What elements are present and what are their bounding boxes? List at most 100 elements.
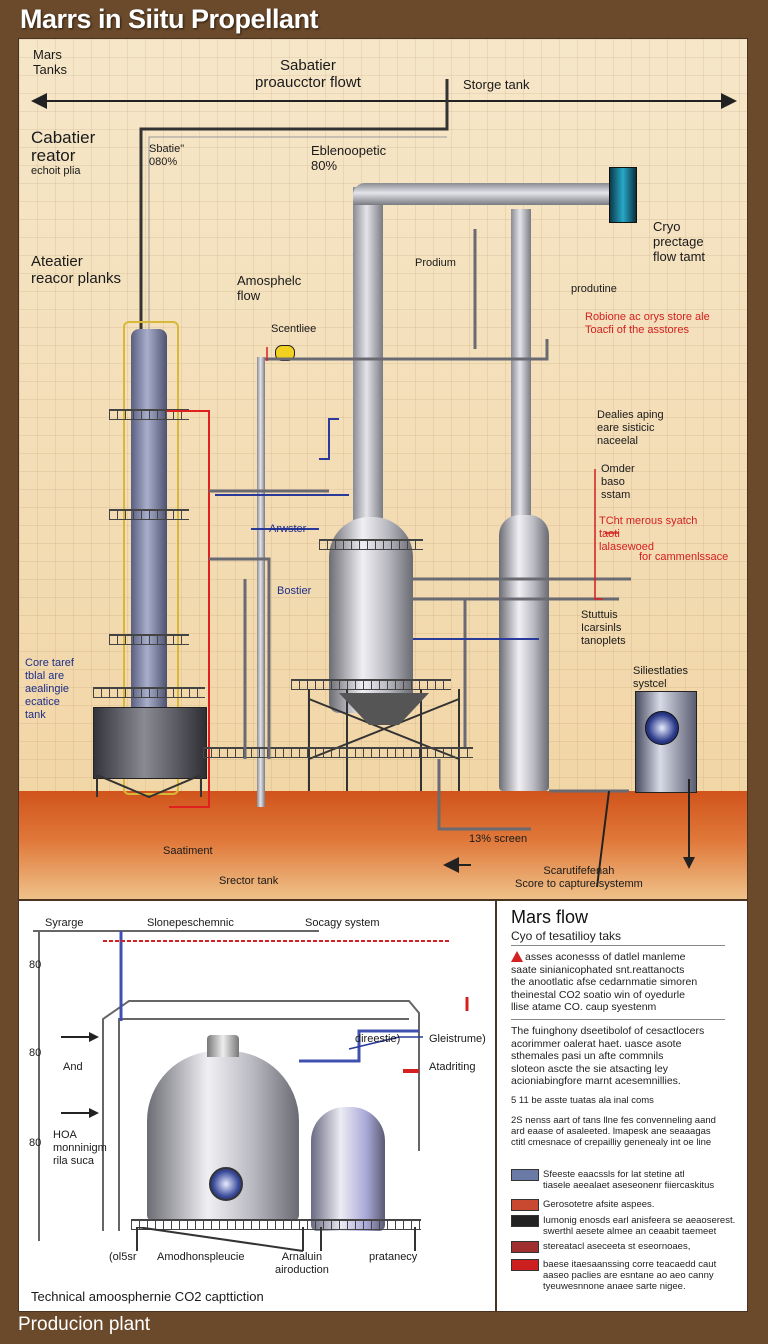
label-amodhonspleucie: Amodhonspleucie	[157, 1251, 245, 1263]
feed-line	[139, 79, 449, 337]
notes-bullet-item: stereatacl aseceeta st eseornoaes,	[511, 1241, 739, 1253]
unit-porthole	[645, 711, 679, 745]
notes-bullet-item: Sfeeste eaacssls for lat stetine atl tia…	[511, 1169, 739, 1191]
pipe-network	[209, 229, 695, 888]
capture-pipe-network	[33, 930, 469, 1241]
label-prodium: Prodium	[415, 257, 456, 269]
label-socagy-system: Socagy system	[305, 917, 380, 929]
scentliee-pipe	[257, 357, 265, 807]
label-arnaluin: Arnaluin airoduction	[275, 1251, 329, 1276]
bullet-marker-icon	[511, 1199, 539, 1211]
divider	[511, 1019, 725, 1020]
label-scentliee: Scentliee	[271, 323, 317, 335]
label-storage-tank: Storge tank	[463, 77, 530, 92]
platform-rail	[109, 409, 189, 420]
label-pratanecy: pratanecy	[369, 1251, 418, 1263]
label-cryo-flow: Cryo prectage flow tamt	[653, 219, 706, 264]
label-and: And	[63, 1061, 83, 1073]
notes-paragraph-4: 2S nenss aart of tans llne fes convennel…	[511, 1115, 716, 1148]
label-hoa: HOA monninigm rila suca	[53, 1129, 107, 1167]
tank-porthole	[209, 1167, 243, 1201]
label-sbatie: Sbatie" 080%	[149, 143, 185, 168]
bullet-text: Gerosotetre afsite aspees.	[543, 1199, 655, 1210]
bullet-text: Iumonig enosds earl anisfeera se aeaoser…	[543, 1215, 736, 1237]
label-atmospheric-flow: Amosphelc flow	[237, 273, 302, 303]
notes-bullet-item: baese itaesaanssing corre teacaedd caut …	[511, 1259, 739, 1292]
label-robione: Robione ac orys store ale Toacfi of the …	[585, 311, 710, 336]
main-tank-support	[308, 689, 460, 791]
bullet-marker-icon	[511, 1169, 539, 1181]
bullet-text: baese itaesaanssing corre teacaedd caut …	[543, 1259, 717, 1292]
label-olisr: (ol5sr	[109, 1251, 137, 1263]
lower-walkway	[203, 747, 473, 758]
bullet-marker-icon	[511, 1241, 539, 1253]
label-srector-tank: Srector tank	[219, 875, 279, 887]
label-sabatier-flow: Sabatier proaucctor flowt	[255, 57, 361, 91]
right-riser-pipe	[511, 209, 531, 519]
label-elenoopetic: Eblenoopetic 80%	[311, 143, 387, 173]
platform-rail	[319, 539, 423, 550]
notes-line-3: 5 11 be asste tuatas ala inal coms	[511, 1095, 654, 1106]
cryo-storage-tank	[499, 515, 549, 791]
bullet-marker-icon	[511, 1259, 539, 1271]
capture-walkway	[131, 1219, 421, 1230]
page-title: Marrs in Siitu Propellant	[20, 4, 319, 34]
top-crossover-pipe	[353, 183, 613, 205]
label-siliestine: Siliestlaties systcel	[633, 665, 689, 690]
label-saatiment: Saatiment	[163, 845, 213, 857]
capture-supports	[136, 1227, 416, 1252]
base-legs	[96, 775, 202, 799]
divider	[511, 945, 725, 946]
platform-rail	[109, 634, 189, 645]
label-atadriting: Atadriting	[429, 1061, 476, 1073]
label-arwster: Arwster	[269, 523, 307, 535]
label-cabatier-reactor: Cabatier reator	[31, 128, 96, 165]
platform-rail	[93, 687, 205, 698]
axis-label-80-low: 80	[29, 1137, 42, 1149]
label-stuttuis: Stuttuis Icarsinls tanoplets	[581, 609, 626, 647]
notes-bullet-item: Iumonig enosds earl anisfeera se aeaoser…	[511, 1215, 739, 1237]
platform-rail	[291, 679, 451, 690]
red-line-left	[167, 410, 210, 808]
label-gleistume: Gleistrume)	[429, 1033, 486, 1045]
label-commissance: for cammenlssace	[639, 551, 729, 563]
capture-system-panel: Syrarge Slonepeschemnic Socagy system 80…	[18, 900, 496, 1312]
bullet-marker-icon	[511, 1215, 539, 1227]
label-dealies: Dealies aping eare sisticic naceelal	[597, 409, 664, 447]
central-riser-pipe	[353, 187, 383, 527]
label-tch-rescue: TCht merous syatch taoti lalasewoed	[599, 515, 698, 553]
label-core-tarf: Core taref tblal are aealingie ecatice t…	[25, 657, 74, 721]
mars-flow-notes-panel: Mars flow Cyo of tesatilioy taks asses a…	[496, 900, 748, 1312]
notes-paragraph-1: asses aconesss of datlel manleme saate s…	[511, 951, 698, 1013]
warning-icon	[511, 951, 523, 962]
bullet-text: stereatacl aseceeta st eseornoaes,	[543, 1241, 691, 1252]
label-reactor-planks: Ateatier reacor planks	[31, 253, 122, 287]
bullet-text: Sfeeste eaacssls for lat stetine atl tia…	[543, 1169, 715, 1191]
martian-ground	[19, 791, 747, 899]
platform-rail	[109, 509, 189, 520]
notes-bullet-item: Gerosotetre afsite aspees.	[511, 1199, 739, 1211]
notes-subtitle: Cyo of tesatilioy taks	[511, 929, 622, 943]
label-omder: Omder baso sstam	[601, 463, 635, 501]
tank-dome-valve	[207, 1035, 239, 1057]
flow-arrow	[31, 93, 737, 109]
label-echoit-plia: echoit plia	[31, 165, 81, 177]
plant-diagram-panel: Mars Tanks Sabatier proaucctor flowt Sto…	[18, 38, 748, 900]
base-storage-tank	[93, 707, 207, 779]
label-slonepeschemic: Slonepeschemnic	[147, 917, 234, 929]
left-reactor-column	[131, 329, 167, 729]
page-footer: Producion plant	[18, 1314, 151, 1335]
label-direestie: direestie)	[355, 1033, 401, 1045]
cryo-inlet-valve	[609, 167, 637, 223]
panel-caption: Technical amoosphernie CO2 capttiction	[31, 1289, 264, 1304]
notes-paragraph-2: The fuinghony dseetibolof of cesactlocer…	[511, 1025, 705, 1087]
axis-label-80-mid: 80	[29, 1047, 42, 1059]
label-produtine: produtine	[571, 283, 617, 295]
small-capture-tank	[311, 1107, 385, 1231]
label-screen: 13% screen	[469, 833, 528, 845]
label-mars-tanks: Mars Tanks	[33, 47, 67, 77]
axis-label-80-top: 80	[29, 959, 42, 971]
label-syrarge: Syrarge	[45, 917, 84, 929]
left-column-frame	[123, 321, 179, 795]
label-bostier: Bostier	[277, 585, 312, 597]
